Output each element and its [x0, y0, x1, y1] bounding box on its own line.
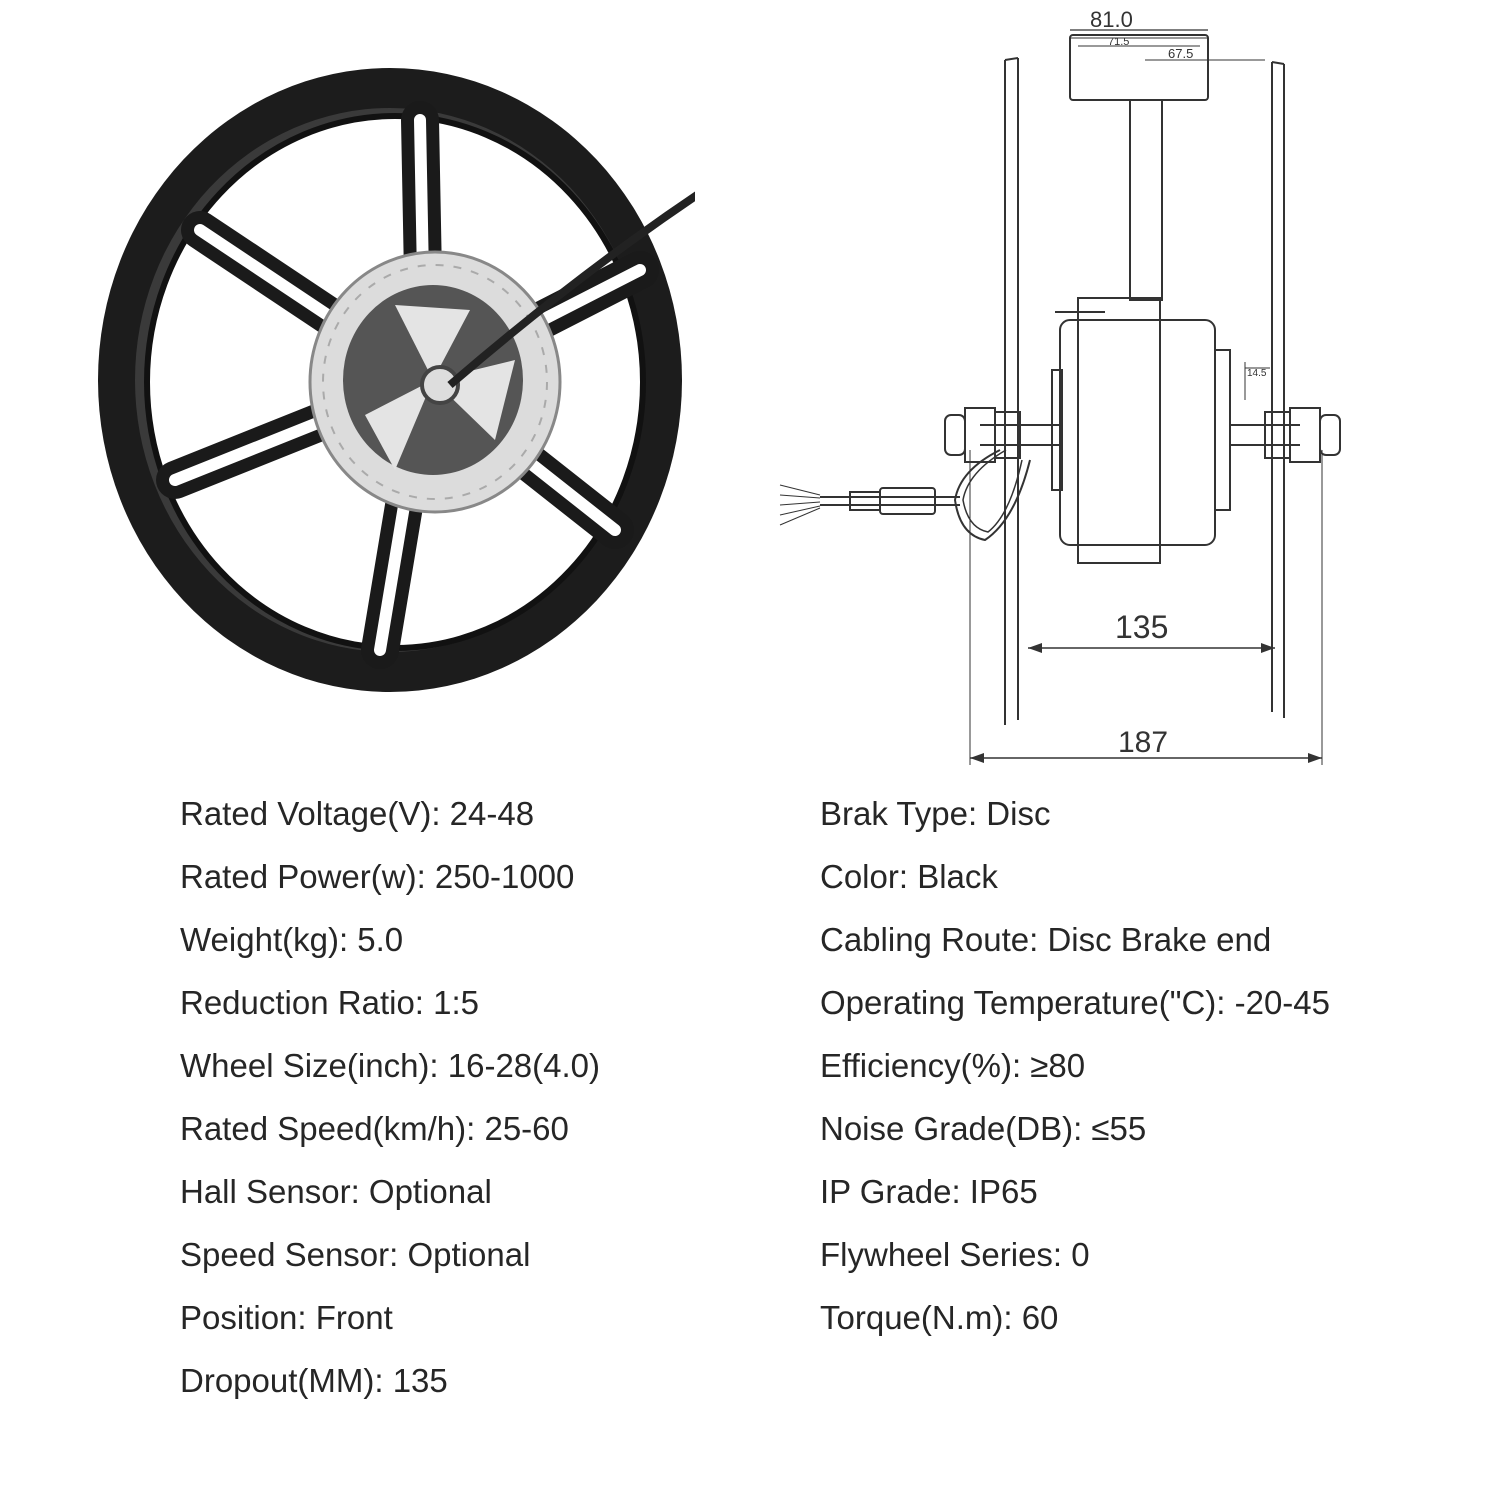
spec-weight: Weight(kg): 5.0	[180, 921, 404, 958]
dim-overall: 187	[1118, 726, 1168, 759]
spec-operating-temperature: Operating Temperature("C): -20-45	[820, 984, 1331, 1021]
spec-reduction-ratio: Reduction Ratio: 1:5	[180, 984, 480, 1021]
spec-list-left: Rated Voltage(V): 24-48 Rated Power(w): …	[180, 782, 600, 1412]
spec-color: Color: Black	[820, 858, 998, 895]
spec-dropout: Dropout(MM): 135	[180, 1362, 448, 1399]
spec-wheel-size: Wheel Size(inch): 16-28(4.0)	[180, 1047, 601, 1084]
brake-disc	[308, 250, 562, 514]
wheel-photo	[98, 68, 695, 692]
spec-rated-speed: Rated Speed(km/h): 25-60	[180, 1110, 569, 1147]
spec-list-right: Brak Type: Disc Color: Black Cabling Rou…	[820, 782, 1330, 1349]
spec-efficiency: Efficiency(%): ≥80	[820, 1047, 1086, 1084]
dim-small: 14.5	[1247, 368, 1267, 379]
spec-ip-grade: IP Grade: IP65	[820, 1173, 1038, 1210]
spec-flywheel-series: Flywheel Series: 0	[820, 1236, 1090, 1273]
spec-cabling-route: Cabling Route: Disc Brake end	[820, 921, 1272, 958]
dim-top-inner2: 67.5	[1168, 46, 1193, 61]
spec-brake-type: Brak Type: Disc	[820, 795, 1051, 832]
dim-top-outer: 81.0	[1090, 7, 1133, 32]
spec-speed-sensor: Speed Sensor: Optional	[180, 1236, 531, 1273]
wheel-rim	[98, 68, 682, 692]
spec-noise-grade: Noise Grade(DB): ≤55	[820, 1110, 1147, 1147]
motor-cable	[447, 191, 695, 389]
spec-torque: Torque(N.m): 60	[820, 1299, 1059, 1336]
spec-position: Position: Front	[180, 1299, 393, 1336]
spec-rated-power: Rated Power(w): 250-1000	[180, 858, 575, 895]
dim-dropout: 135	[1115, 609, 1168, 645]
spec-hall-sensor: Hall Sensor: Optional	[180, 1173, 492, 1210]
spec-rated-voltage: Rated Voltage(V): 24-48	[180, 795, 535, 832]
dim-top-inner1: 71.5	[1108, 36, 1129, 48]
technical-drawing: 81.0 71.5 67.5 14.5 135 187	[779, 7, 1341, 765]
